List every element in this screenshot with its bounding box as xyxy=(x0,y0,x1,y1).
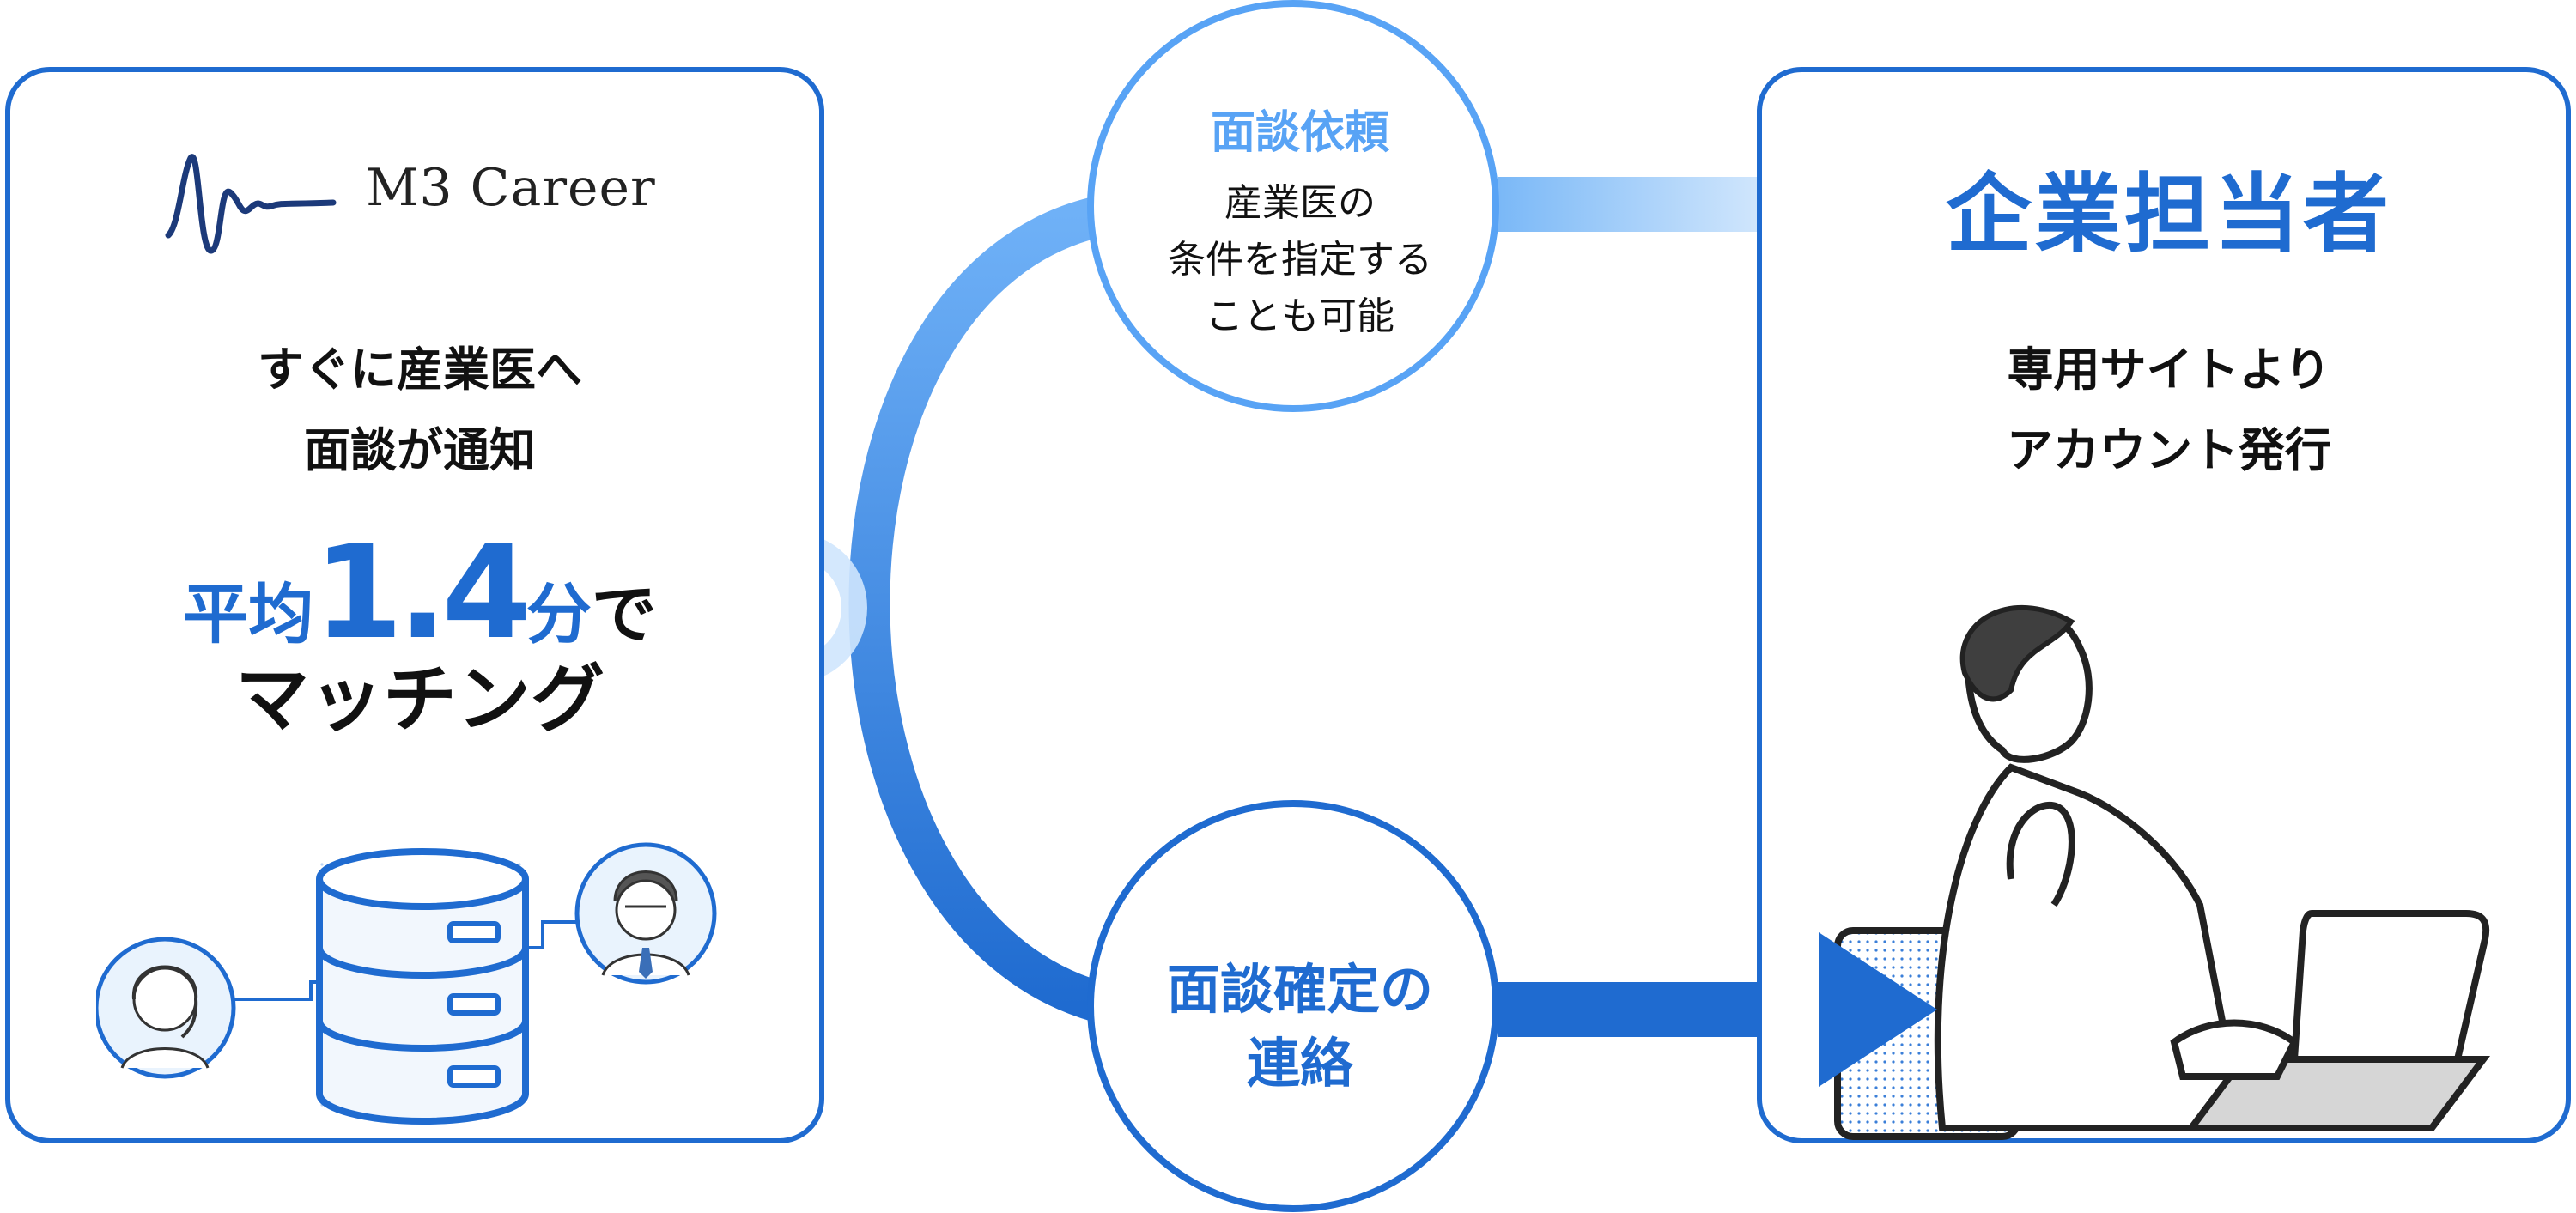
left-headline-line2: 面談が通知 xyxy=(304,423,536,477)
male-doctor-avatar-icon xyxy=(574,842,717,985)
stat-prefix: 平均 xyxy=(183,576,314,652)
left-headline: すぐに産業医へ 面談が通知 xyxy=(10,330,829,491)
request-body: 産業医の 条件を指定する ことも可能 xyxy=(1094,175,1506,345)
male-connector xyxy=(517,920,577,949)
confirm-line2: 連絡 xyxy=(1246,1032,1353,1095)
company-side-panel: 企業担当者 専用サイトより アカウント発行 xyxy=(1757,67,2571,1143)
right-title: 企業担当者 xyxy=(1946,164,2392,264)
stat-suffix: で xyxy=(591,576,657,652)
database-illustration xyxy=(96,842,717,1125)
database-icon xyxy=(316,848,529,1125)
request-title: 面談依頼 xyxy=(1210,107,1389,159)
stat-unit: 分 xyxy=(526,576,592,652)
logo-text: M3 Career xyxy=(366,158,656,218)
confirm-title: 面談確定の 連絡 xyxy=(1094,953,1506,1101)
typing-hand xyxy=(2170,1019,2300,1080)
matching-stat-row1: 平均1.4分で xyxy=(10,519,829,668)
person-hair xyxy=(1959,604,2075,702)
female-doctor-avatar-icon xyxy=(96,937,236,1079)
stat-line2: マッチング xyxy=(235,657,605,743)
right-subtitle: 専用サイトより アカウント発行 xyxy=(1762,330,2576,491)
confirm-line1: 面談確定の xyxy=(1166,958,1433,1021)
request-line2: 条件を指定する xyxy=(1168,238,1432,282)
laptop-screen xyxy=(2290,910,2490,1063)
left-headline-line1: すぐに産業医へ xyxy=(258,343,582,397)
m3-wave-logo-icon xyxy=(165,154,337,254)
request-line3: ことも可能 xyxy=(1206,294,1394,338)
doctor-side-panel: M3 Career すぐに産業医へ 面談が通知 平均1.4分で マッチング xyxy=(5,67,824,1143)
request-circle: 面談依頼 産業医の 条件を指定する ことも可能 xyxy=(1087,0,1499,412)
right-sub-line2: アカウント発行 xyxy=(2007,423,2331,477)
flow-arc xyxy=(848,194,1113,1025)
right-sub-line1: 専用サイトより xyxy=(2007,343,2331,397)
person-hand xyxy=(2006,802,2075,907)
stat-value: 1.4 xyxy=(313,519,532,668)
request-line1: 産業医の xyxy=(1224,181,1376,225)
confirm-circle: 面談確定の 連絡 xyxy=(1087,800,1499,1212)
person-at-laptop-icon xyxy=(1834,604,2490,1140)
